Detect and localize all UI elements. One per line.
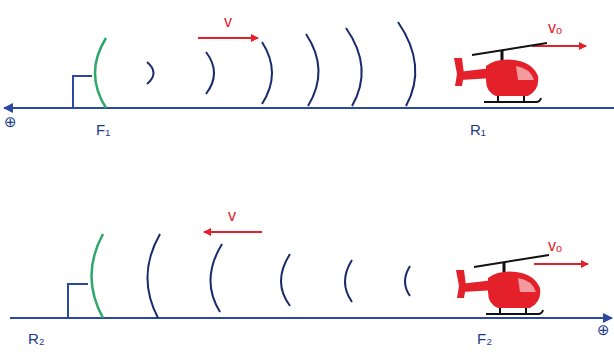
point-label: F₁ <box>96 122 110 137</box>
point-label: R₂ <box>28 331 45 346</box>
direction-symbol: ⊕ <box>4 114 17 129</box>
point-label: F₂ <box>477 331 492 346</box>
velocity-label: vₒ <box>548 238 562 254</box>
direction-symbol: ⊕ <box>597 322 610 337</box>
velocity-label: v <box>224 14 232 30</box>
velocity-label: v <box>228 208 236 224</box>
velocity-label: vₒ <box>548 20 562 36</box>
point-label: R₁ <box>470 122 486 137</box>
